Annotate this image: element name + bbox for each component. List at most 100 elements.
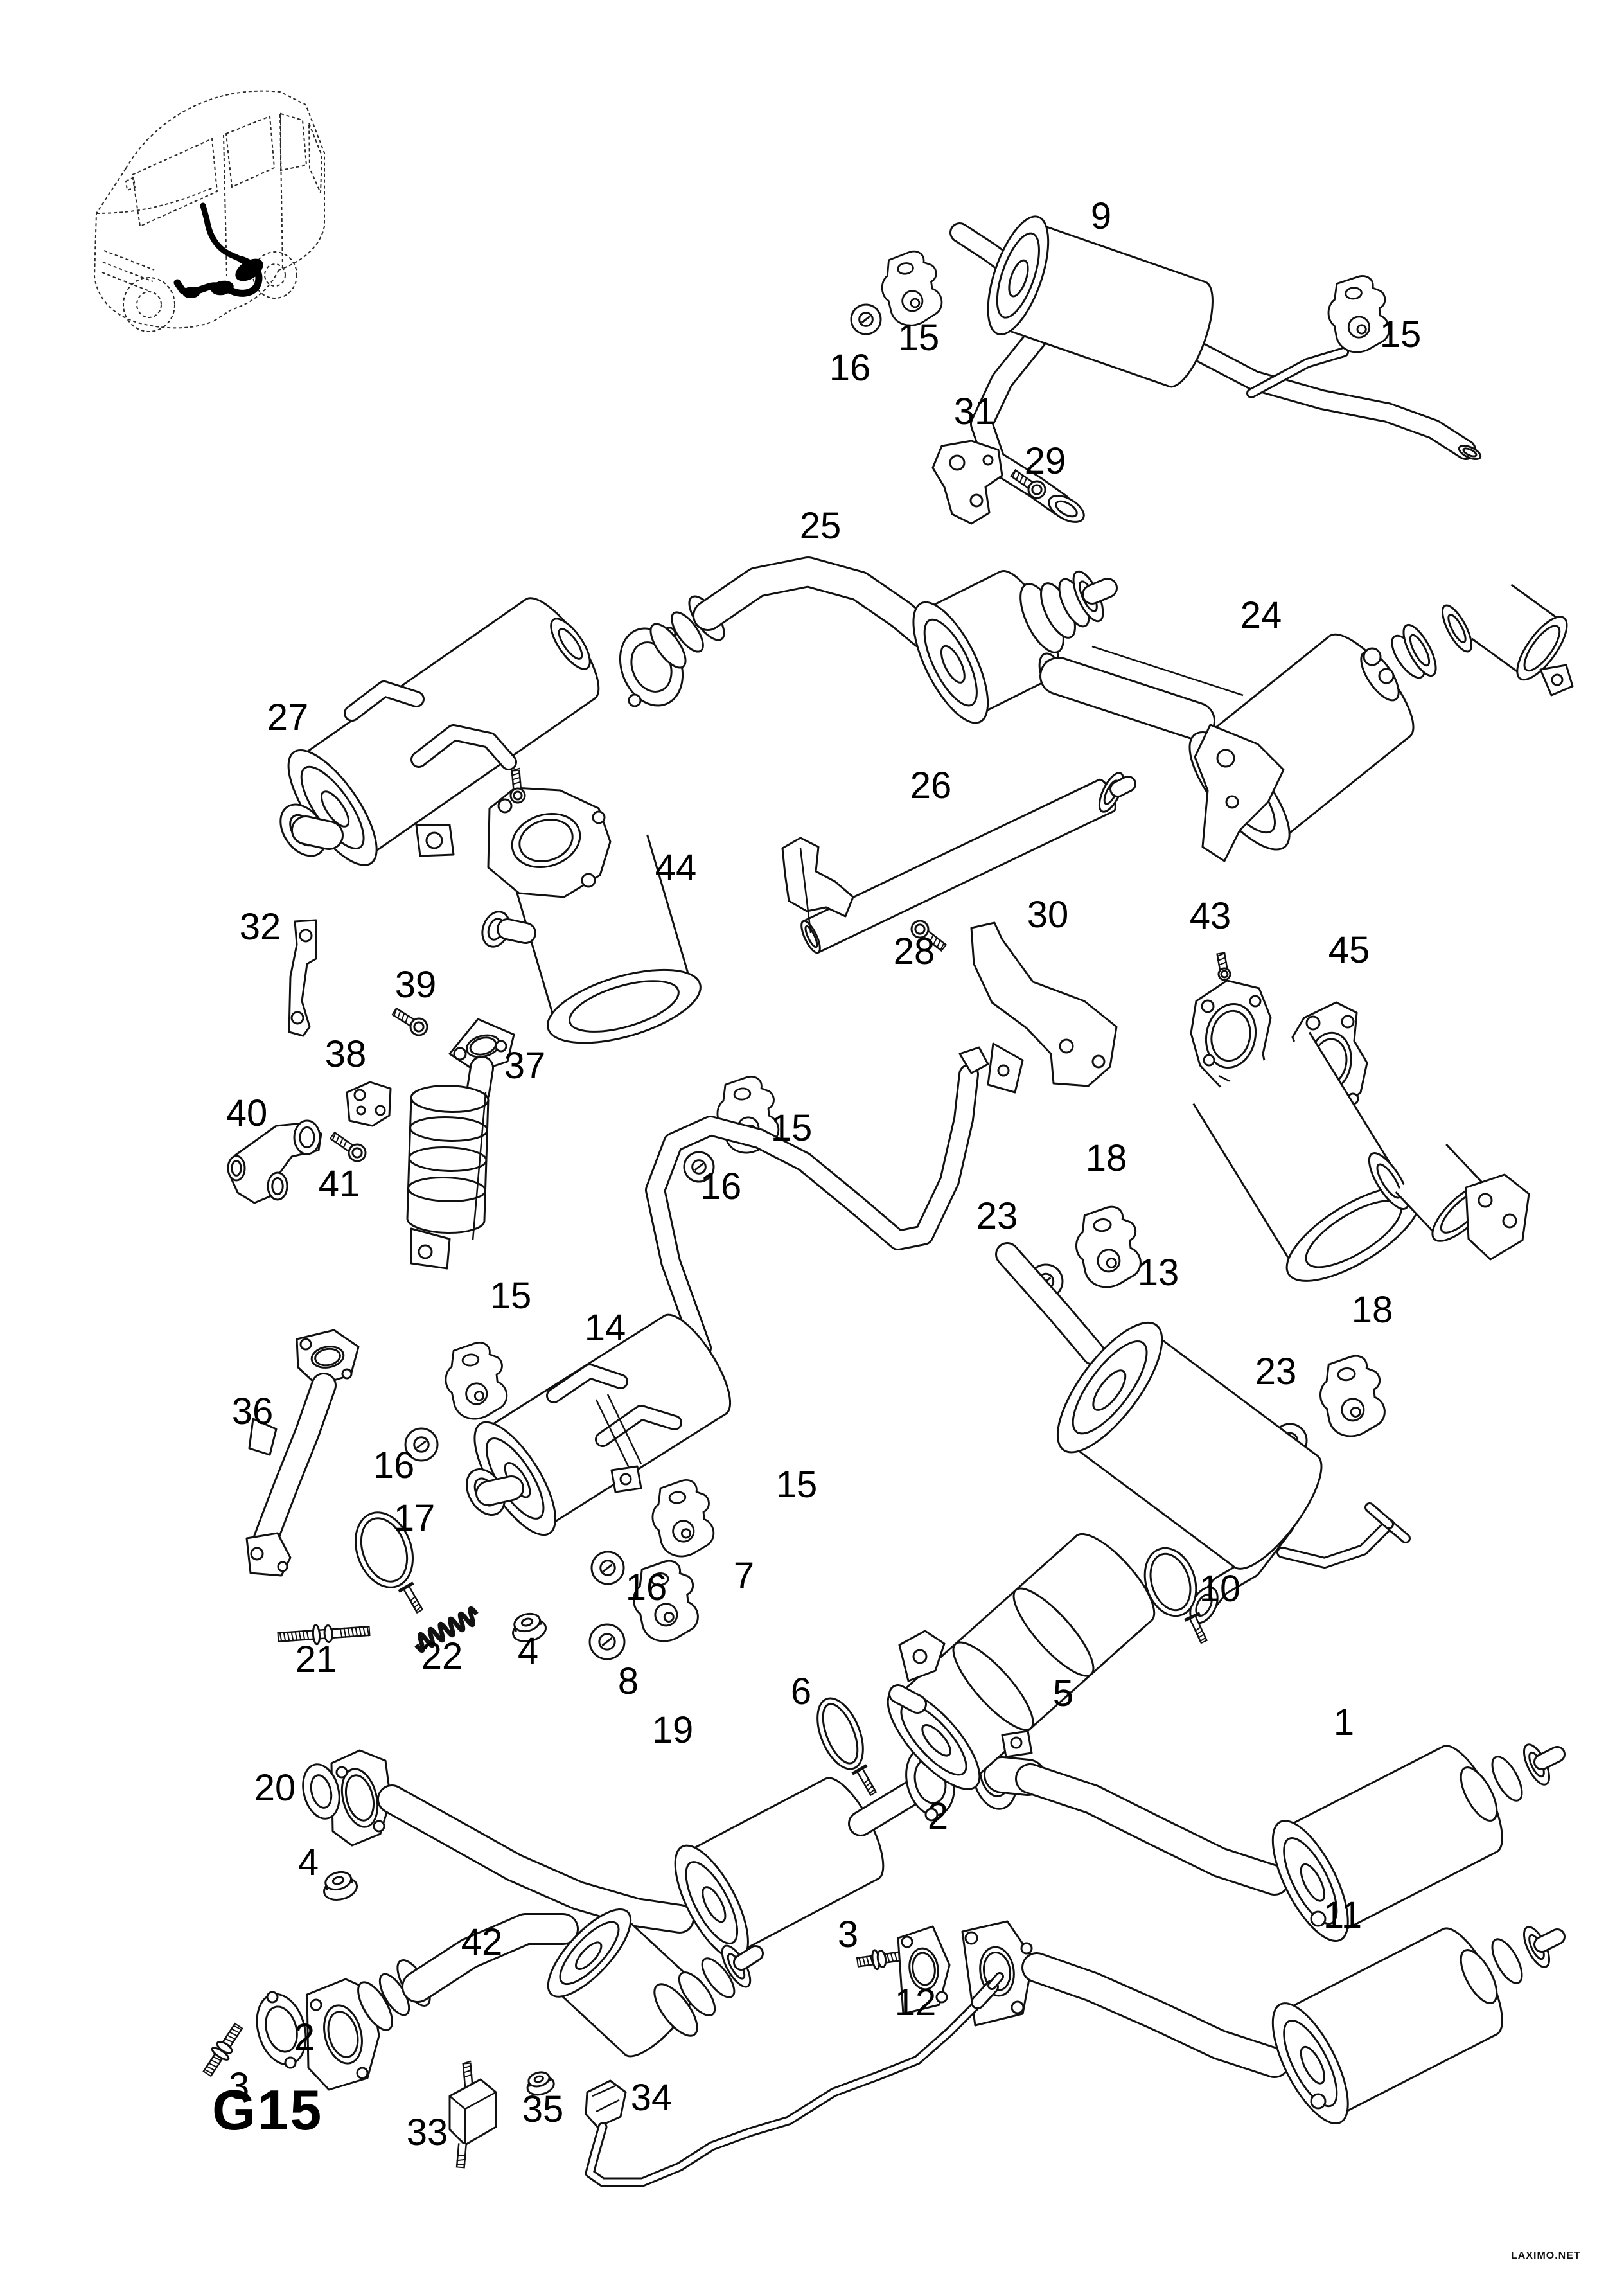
callout-20-44[interactable]: 20 [254, 1767, 296, 1809]
callout-15-1[interactable]: 15 [898, 317, 940, 359]
callout-41-20[interactable]: 41 [319, 1163, 360, 1205]
bolt-29 [1010, 468, 1046, 499]
callout-6-42[interactable]: 6 [791, 1671, 811, 1712]
callout-40-19[interactable]: 40 [226, 1092, 268, 1134]
bracket-40 [227, 1119, 322, 1204]
callout-43-14[interactable]: 43 [1190, 895, 1231, 937]
washer-16-mid [683, 1151, 715, 1183]
part-11-catalyst [1021, 1926, 1566, 2125]
callout-13-25[interactable]: 13 [1138, 1252, 1179, 1294]
part-13-rear-silencer [995, 1242, 1411, 1624]
callout-29-5[interactable]: 29 [1025, 440, 1066, 482]
clamp-10 [1143, 1547, 1208, 1644]
callout-4-38[interactable]: 4 [518, 1630, 538, 1672]
callout-5-41[interactable]: 5 [1053, 1673, 1073, 1714]
callout-15-3[interactable]: 15 [1380, 314, 1422, 355]
bracket-38 [346, 1081, 392, 1127]
part-44-catalytic-converter [481, 767, 702, 1044]
washer-8 [588, 1623, 626, 1660]
callout-26-9[interactable]: 26 [910, 765, 952, 806]
callout-12-55[interactable]: 12 [895, 1982, 937, 2023]
callout-4-47[interactable]: 4 [298, 1842, 319, 1883]
callout-17-34[interactable]: 17 [394, 1497, 436, 1539]
callout-18-23[interactable]: 18 [1086, 1137, 1127, 1179]
callout-45-15[interactable]: 45 [1328, 929, 1370, 971]
callout-10-35[interactable]: 10 [1199, 1568, 1241, 1610]
callout-1-46[interactable]: 1 [1334, 1702, 1354, 1743]
callout-2-49[interactable]: 2 [294, 2016, 315, 2058]
callout-36-29[interactable]: 36 [232, 1391, 274, 1432]
bolt-39 [391, 1007, 428, 1036]
callout-16-2[interactable]: 16 [829, 347, 871, 389]
part-25-front-pipe-with-catalyst [619, 556, 1118, 724]
callout-15-32[interactable]: 15 [776, 1464, 818, 1506]
callout-33-51[interactable]: 33 [407, 2112, 448, 2153]
callout-44-10[interactable]: 44 [655, 847, 697, 889]
part-19-catalyst [330, 1749, 975, 1961]
part-24-catalytic-converter [1038, 583, 1574, 862]
drawing-code-label: G15 [212, 2078, 323, 2142]
callout-8-39[interactable]: 8 [618, 1660, 639, 1702]
hanger-7 [632, 1560, 699, 1642]
part-26-intermediate-pipe [781, 772, 1136, 954]
callout-23-24[interactable]: 23 [976, 1195, 1018, 1237]
hanger-18-upper [1075, 1205, 1142, 1288]
part-37-catalyst [406, 1018, 515, 1270]
gasket-12-a [897, 1925, 951, 2015]
callout-3-50[interactable]: 3 [229, 2065, 249, 2107]
callout-16-30[interactable]: 16 [373, 1445, 415, 1486]
callout-30-13[interactable]: 30 [1027, 894, 1069, 936]
callout-31-4[interactable]: 31 [954, 391, 996, 432]
callout-39-16[interactable]: 39 [395, 964, 437, 1006]
part-14-centre-silencer [466, 1046, 989, 1536]
callout-18-26[interactable]: 18 [1352, 1289, 1393, 1331]
callout-32-11[interactable]: 32 [240, 906, 281, 948]
washer-16-lower [590, 1551, 625, 1585]
hanger-15-lower [651, 1479, 715, 1558]
callout-24-7[interactable]: 24 [1240, 594, 1282, 636]
bracket-30 [970, 921, 1118, 1094]
callout-3-54[interactable]: 3 [838, 1914, 858, 1955]
seal-ring-20 [302, 1763, 340, 1820]
callout-27-8[interactable]: 27 [267, 697, 309, 738]
callout-23-27[interactable]: 23 [1255, 1351, 1297, 1392]
callout-15-21[interactable]: 15 [771, 1107, 813, 1149]
bolt-41 [329, 1131, 367, 1162]
sensor-34 [585, 1972, 1004, 2187]
callout-9-0[interactable]: 9 [1091, 195, 1111, 237]
callout-22-37[interactable]: 22 [421, 1635, 463, 1677]
hanger-15-top-left [881, 250, 943, 326]
bracket-32 [288, 919, 317, 1037]
callout-37-18[interactable]: 37 [504, 1045, 546, 1087]
callout-14-31[interactable]: 14 [585, 1307, 626, 1349]
callout-38-17[interactable]: 38 [325, 1033, 367, 1075]
callout-34-53[interactable]: 34 [631, 2077, 673, 2119]
callout-42-48[interactable]: 42 [461, 1921, 503, 1963]
part-9-rear-silencer [949, 215, 1482, 523]
gasket-2-lower [256, 1991, 307, 2069]
callout-11-56[interactable]: 11 [1323, 1894, 1362, 1936]
clamp-6 [816, 1697, 878, 1797]
washer-16-top-left [850, 303, 882, 335]
callout-28-12[interactable]: 28 [894, 930, 935, 972]
hanger-18-lower [1319, 1355, 1386, 1437]
part-42-catalyst [306, 1908, 764, 2091]
callout-2-45[interactable]: 2 [928, 1795, 948, 1837]
bracket-31 [931, 440, 1003, 525]
callout-16-33[interactable]: 16 [626, 1567, 667, 1608]
callout-25-6[interactable]: 25 [800, 505, 842, 547]
clamp-17 [355, 1511, 424, 1614]
mount-33 [448, 2060, 497, 2169]
callout-15-28[interactable]: 15 [490, 1275, 532, 1317]
callout-19-43[interactable]: 19 [652, 1709, 694, 1751]
hanger-15-top-right [1327, 275, 1390, 353]
callout-7-40[interactable]: 7 [734, 1555, 754, 1597]
callout-21-36[interactable]: 21 [296, 1639, 337, 1680]
washer-16-centre [404, 1427, 439, 1462]
stud-21 [277, 1624, 371, 1646]
callout-35-52[interactable]: 35 [522, 2088, 564, 2130]
part-27-silencer [279, 597, 600, 866]
callout-16-22[interactable]: 16 [700, 1166, 742, 1207]
